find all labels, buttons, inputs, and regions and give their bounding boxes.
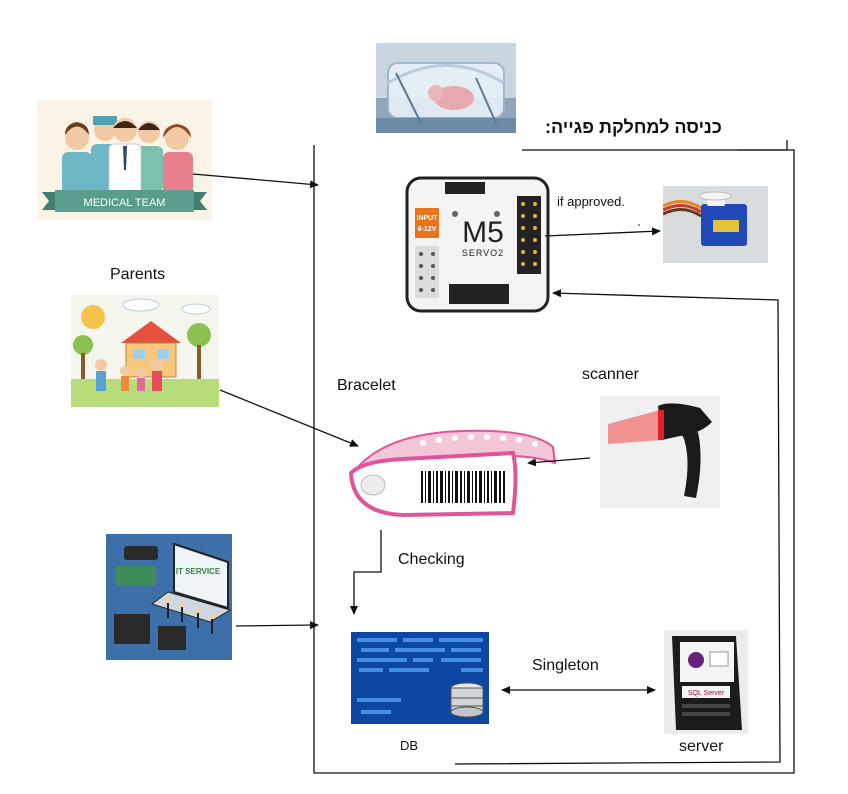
servo-motor-icon [663, 186, 768, 263]
database-icon [351, 632, 489, 724]
bracelet-label: Bracelet [337, 377, 396, 394]
server-label: server [679, 738, 724, 755]
scanner-label: scanner [582, 366, 639, 383]
m5-voltage-label: 6-12V [418, 226, 437, 233]
m5-brand-label: M5 [462, 216, 504, 249]
parents-label: Parents [110, 266, 166, 283]
arrow-m5-to-servo [544, 227, 661, 237]
m5-servo-module-icon: INPUT 6-12V M5 SERVO2 [405, 176, 550, 313]
arrow-loop-to-m5 [454, 289, 781, 765]
arrow-scanner-to-bracelet [527, 457, 591, 467]
db-label: DB [400, 738, 419, 753]
checking-label: Checking [398, 551, 465, 568]
arrow-checking-to-db [350, 530, 382, 615]
arrow-parents-to-bracelet [219, 389, 359, 447]
page-title: כניסה למחלקת פגייה: [545, 117, 722, 137]
medical-team-icon: MEDICAL TEAM [37, 100, 212, 220]
arrow-medical-team [192, 173, 319, 189]
incubator-photo-icon [376, 43, 516, 133]
parents-family-icon [71, 295, 219, 407]
sql-server-label: SQL Server [688, 690, 725, 697]
arrow-it-service [235, 621, 319, 630]
barcode-scanner-icon [600, 396, 720, 508]
it-service-icon: IT SERVICE [106, 534, 232, 660]
bracelet-barcode-icon [348, 429, 557, 518]
medical-team-banner-text: MEDICAL TEAM [84, 197, 166, 209]
m5-sub-label: SERVO2 [462, 248, 504, 258]
frame-outline [313, 145, 795, 774]
if-approved-label: if approved. [557, 194, 625, 209]
it-service-label: IT SERVICE [176, 567, 221, 576]
singleton-label: Singleton [532, 657, 599, 674]
server-icon: SQL Server [664, 630, 748, 734]
m5-input-label: INPUT [417, 215, 439, 222]
